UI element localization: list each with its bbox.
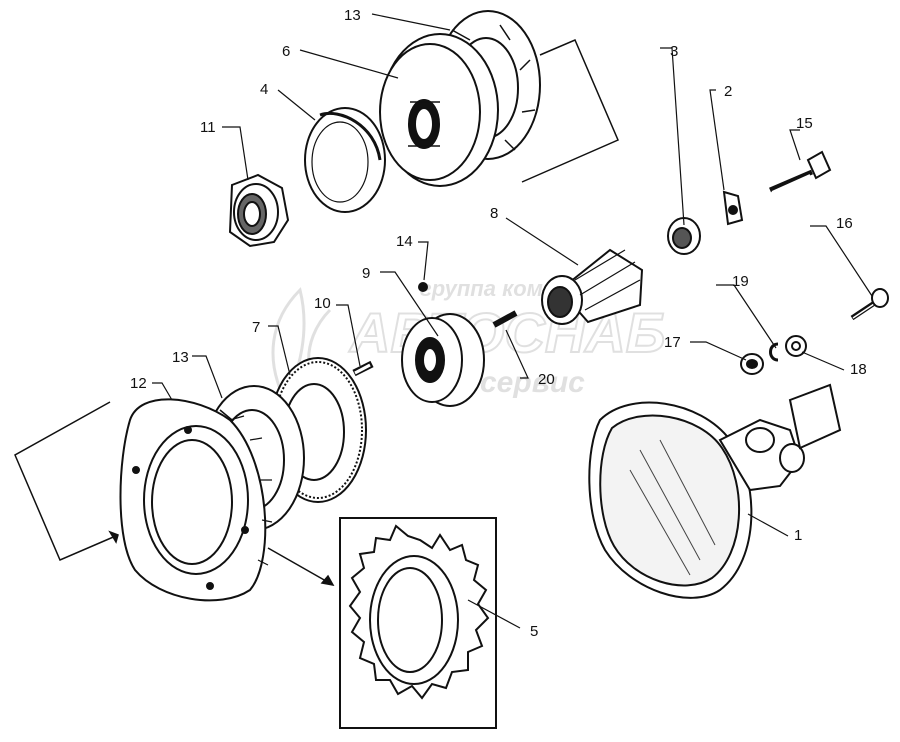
callout-17: 17 [664, 334, 681, 351]
part-18-spring-ring [769, 342, 779, 362]
callout-2: 2 [724, 83, 732, 100]
callout-16: 15 [796, 115, 813, 132]
assembly-arrows [14, 39, 619, 587]
part-4-cup-washer [304, 107, 386, 213]
part-17-nut [740, 353, 764, 375]
part-2-lock-plate [722, 190, 744, 226]
callout-4: 4 [260, 81, 268, 98]
part-11-nut [228, 173, 290, 248]
callout-3: 3 [670, 43, 678, 60]
callout-7: 7 [252, 319, 260, 336]
watermark-line3: сервис [480, 366, 585, 399]
part-1-housing [588, 383, 842, 599]
part-10-pin [352, 360, 374, 377]
callout-19: 18 [850, 361, 867, 378]
callout-9: 9 [362, 265, 370, 282]
callout-13-top: 13 [344, 7, 361, 24]
callout-18: 19 [732, 273, 749, 290]
callout-13-lower: 13 [172, 349, 189, 366]
part-20-pin [492, 310, 518, 328]
part-19-washer [785, 335, 807, 357]
callout-6: 6 [282, 43, 290, 60]
callout-11: 11 [200, 119, 216, 136]
part-6-drive-disc [379, 33, 499, 187]
callout-12: 12 [130, 375, 147, 392]
callout-8: 8 [490, 205, 498, 222]
callout-labels: 13 6 4 11 3 2 15 8 14 9 10 7 13 12 16 19… [130, 7, 867, 640]
part-15-screw [850, 288, 889, 321]
part-5-sprocket [339, 517, 497, 729]
part-12-pressure-plate [119, 398, 273, 602]
part-9-hub-gear [401, 313, 485, 407]
callout-20: 20 [538, 371, 555, 388]
callout-14: 14 [396, 233, 413, 250]
callout-15: 16 [836, 215, 853, 232]
part-14-ball [418, 282, 428, 292]
callout-10: 10 [314, 295, 331, 312]
callout-5: 5 [530, 623, 538, 640]
part-8-splined-shaft [541, 248, 644, 325]
part-16-bolt [769, 150, 832, 193]
callout-1: 1 [794, 527, 802, 544]
leader-lines [152, 13, 873, 629]
